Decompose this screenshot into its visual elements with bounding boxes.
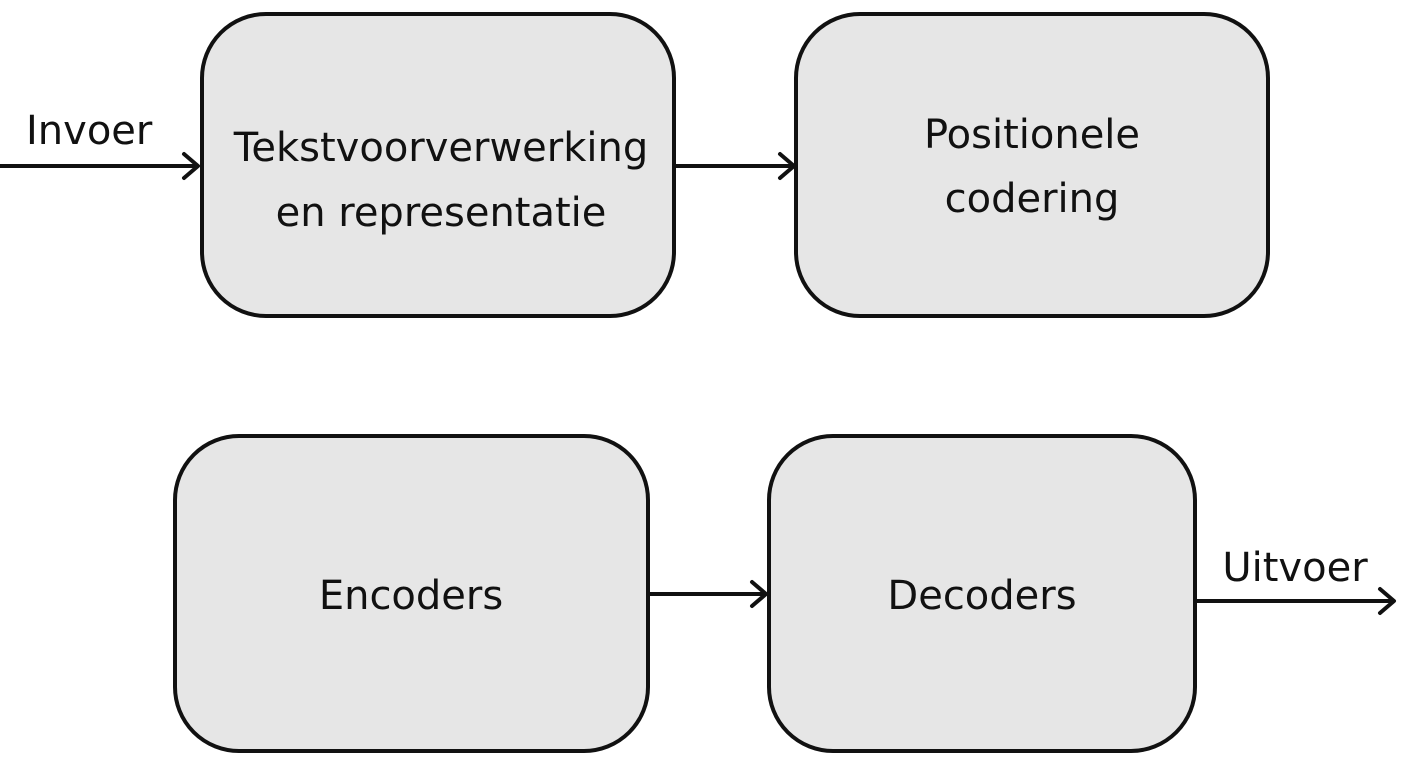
positional-label-line2: codering	[945, 176, 1120, 222]
preprocessing-box: Tekstvoorverwerking en representatie	[200, 12, 676, 318]
encoders-box: Encoders	[173, 434, 650, 753]
arrow-encoders-to-decoders	[648, 580, 768, 608]
encoders-label: Encoders	[319, 573, 503, 619]
decoders-box: Decoders	[767, 434, 1197, 753]
input-arrow	[0, 152, 200, 180]
output-arrow	[1195, 587, 1396, 615]
positional-encoding-box: Positionele codering	[794, 12, 1270, 318]
arrow-preprocessing-to-positional	[674, 152, 796, 180]
input-label: Invoer	[26, 108, 153, 154]
output-label: Uitvoer	[1222, 545, 1368, 591]
preprocessing-label-line1: Tekstvoorverwerking	[233, 125, 649, 171]
decoders-label: Decoders	[887, 573, 1076, 619]
preprocessing-label-line2: en representatie	[276, 190, 607, 236]
positional-label-line1: Positionele	[924, 112, 1140, 158]
